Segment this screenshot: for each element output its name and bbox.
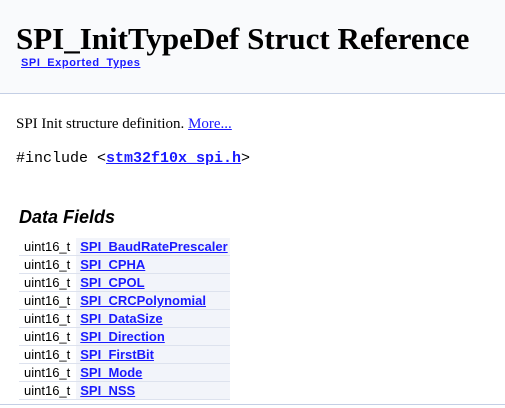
field-name-cell: SPI_CPOL [76,273,230,292]
field-type: uint16_t [19,345,77,364]
field-name-link[interactable]: SPI_CPOL [80,275,145,290]
page-header: SPI_InitTypeDef Struct Reference SPI_Exp… [0,0,505,94]
field-name-cell: SPI_CPHA [76,255,230,274]
breadcrumb-link[interactable]: SPI_Exported_Types [21,57,141,69]
include-file-link[interactable]: stm32f10x_spi.h [106,150,242,167]
description-text: SPI Init structure definition. [16,116,189,132]
field-type: uint16_t [19,255,77,274]
field-type: uint16_t [19,309,77,328]
divider [0,404,505,405]
field-name-link[interactable]: SPI_Mode [80,365,143,380]
field-name-cell: SPI_Mode [76,363,230,382]
field-name-link[interactable]: SPI_CRCPolynomial [80,293,206,308]
include-prefix: #include < [16,150,107,167]
include-line: #include <stm32f10x_spi.h> [16,150,250,167]
field-name-cell: SPI_NSS [76,381,230,400]
field-type: uint16_t [19,273,77,292]
struct-description: SPI Init structure definition. More... [16,115,232,133]
field-type: uint16_t [19,363,77,382]
field-name-link[interactable]: SPI_Direction [80,329,165,344]
more-link[interactable]: More... [188,116,232,132]
field-name-cell: SPI_BaudRatePrescaler [76,238,230,256]
field-name-link[interactable]: SPI_DataSize [80,311,163,326]
data-fields-heading: Data Fields [19,207,116,227]
field-name-cell: SPI_FirstBit [76,345,230,364]
field-name-cell: SPI_DataSize [76,309,230,328]
field-name-link[interactable]: SPI_FirstBit [80,347,154,362]
field-type: uint16_t [19,327,77,346]
field-type: uint16_t [19,381,77,400]
include-suffix: > [241,150,251,167]
field-name-cell: SPI_Direction [76,327,230,346]
field-name-link[interactable]: SPI_BaudRatePrescaler [80,239,228,254]
page-title: SPI_InitTypeDef Struct Reference [16,21,470,56]
field-type: uint16_t [19,238,77,256]
field-type: uint16_t [19,291,77,310]
field-name-link[interactable]: SPI_NSS [80,383,136,398]
field-name-cell: SPI_CRCPolynomial [76,291,230,310]
field-name-link[interactable]: SPI_CPHA [80,257,146,272]
